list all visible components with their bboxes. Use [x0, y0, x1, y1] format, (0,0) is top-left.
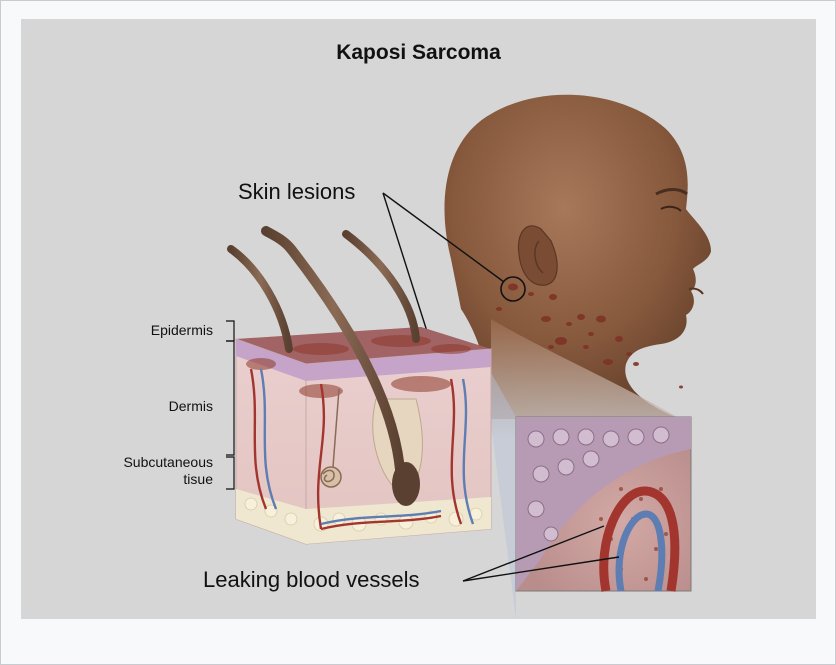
layer-brackets — [226, 321, 234, 489]
label-subcutaneous: Subcutaneous — [123, 454, 213, 470]
label-epidermis: Epidermis — [151, 322, 213, 338]
illustration-artwork — [21, 19, 816, 619]
label-dermis: Dermis — [169, 398, 213, 414]
figure-title: Kaposi Sarcoma — [21, 41, 816, 65]
label-skin-lesions: Skin lesions — [238, 179, 355, 205]
label-leaking-blood-vessels: Leaking blood vessels — [203, 567, 419, 593]
label-subcutaneous-tissue: tisue — [183, 471, 213, 487]
kaposi-sarcoma-illustration: Kaposi Sarcoma Skin lesions Epidermis De… — [21, 19, 816, 619]
magnified-inset — [516, 417, 691, 591]
